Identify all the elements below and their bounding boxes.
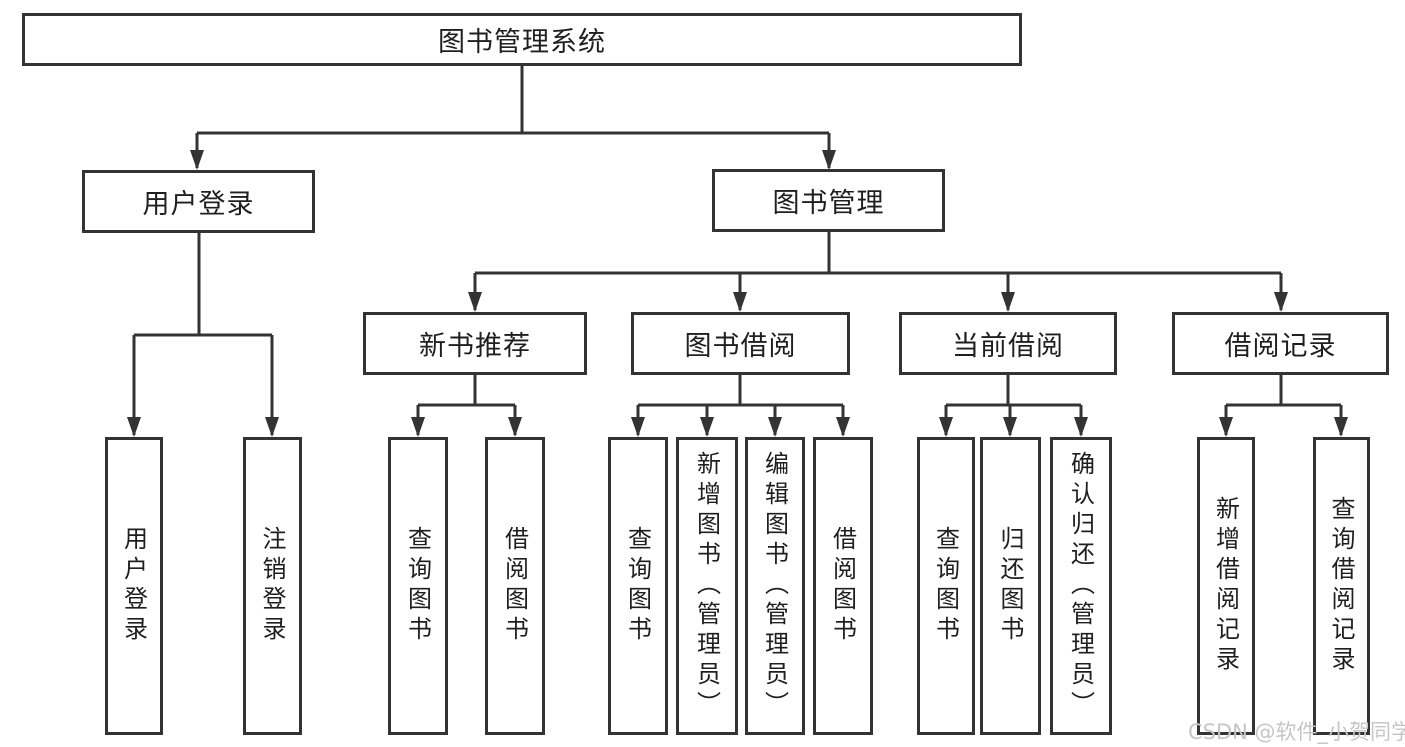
leaf-label: 注销登录 (258, 526, 286, 646)
node-borrowing-records: 借阅记录 (1172, 312, 1389, 375)
leaf-label: 新增借阅记录 (1211, 496, 1240, 676)
node-user-login: 用户登录 (82, 170, 315, 233)
leaf-query-books-recommend: 查询图书 (388, 437, 448, 735)
leaf-label: 用户登录 (119, 526, 148, 646)
leaf-label: 查询图书 (403, 526, 432, 646)
leaf-label: 归还图书 (996, 526, 1024, 646)
leaf-label: 查询借阅记录 (1327, 496, 1355, 676)
leaf-label: 查询图书 (931, 526, 960, 646)
leaf-user-login: 用户登录 (105, 437, 163, 735)
tree-edges (132, 66, 1343, 435)
leaf-logout: 注销登录 (243, 437, 302, 735)
leaf-query-books-current: 查询图书 (917, 437, 975, 735)
leaf-edit-books-admin: 编辑图书（管理员） (745, 437, 805, 735)
leaf-query-borrow-record: 查询借阅记录 (1313, 437, 1370, 735)
leaf-add-borrow-record: 新增借阅记录 (1197, 437, 1255, 735)
csdn-watermark: CSDN @软件_小贺同学 (1188, 720, 1405, 744)
leaf-label: 新增图书（管理员） (692, 451, 721, 721)
node-system-root: 图书管理系统 (22, 13, 1022, 66)
leaf-add-books-admin: 新增图书（管理员） (676, 437, 738, 735)
leaf-label: 借阅图书 (500, 526, 529, 646)
node-book-management: 图书管理 (712, 169, 945, 232)
leaf-label: 借阅图书 (828, 526, 857, 646)
leaf-query-books-borrowing: 查询图书 (608, 437, 668, 735)
leaf-label: 查询图书 (623, 526, 652, 646)
leaf-confirm-return-admin: 确认归还（管理员） (1050, 437, 1112, 735)
node-new-book-recommend: 新书推荐 (363, 312, 587, 375)
node-book-borrowing: 图书借阅 (631, 312, 850, 375)
node-current-borrowing: 当前借阅 (899, 312, 1117, 375)
leaf-label: 编辑图书（管理员） (760, 451, 789, 721)
leaf-label: 确认归还（管理员） (1066, 451, 1095, 721)
leaf-borrow-books-recommend: 借阅图书 (485, 437, 545, 735)
leaf-borrow-books-borrowing: 借阅图书 (813, 437, 873, 735)
leaf-return-books: 归还图书 (980, 437, 1041, 735)
